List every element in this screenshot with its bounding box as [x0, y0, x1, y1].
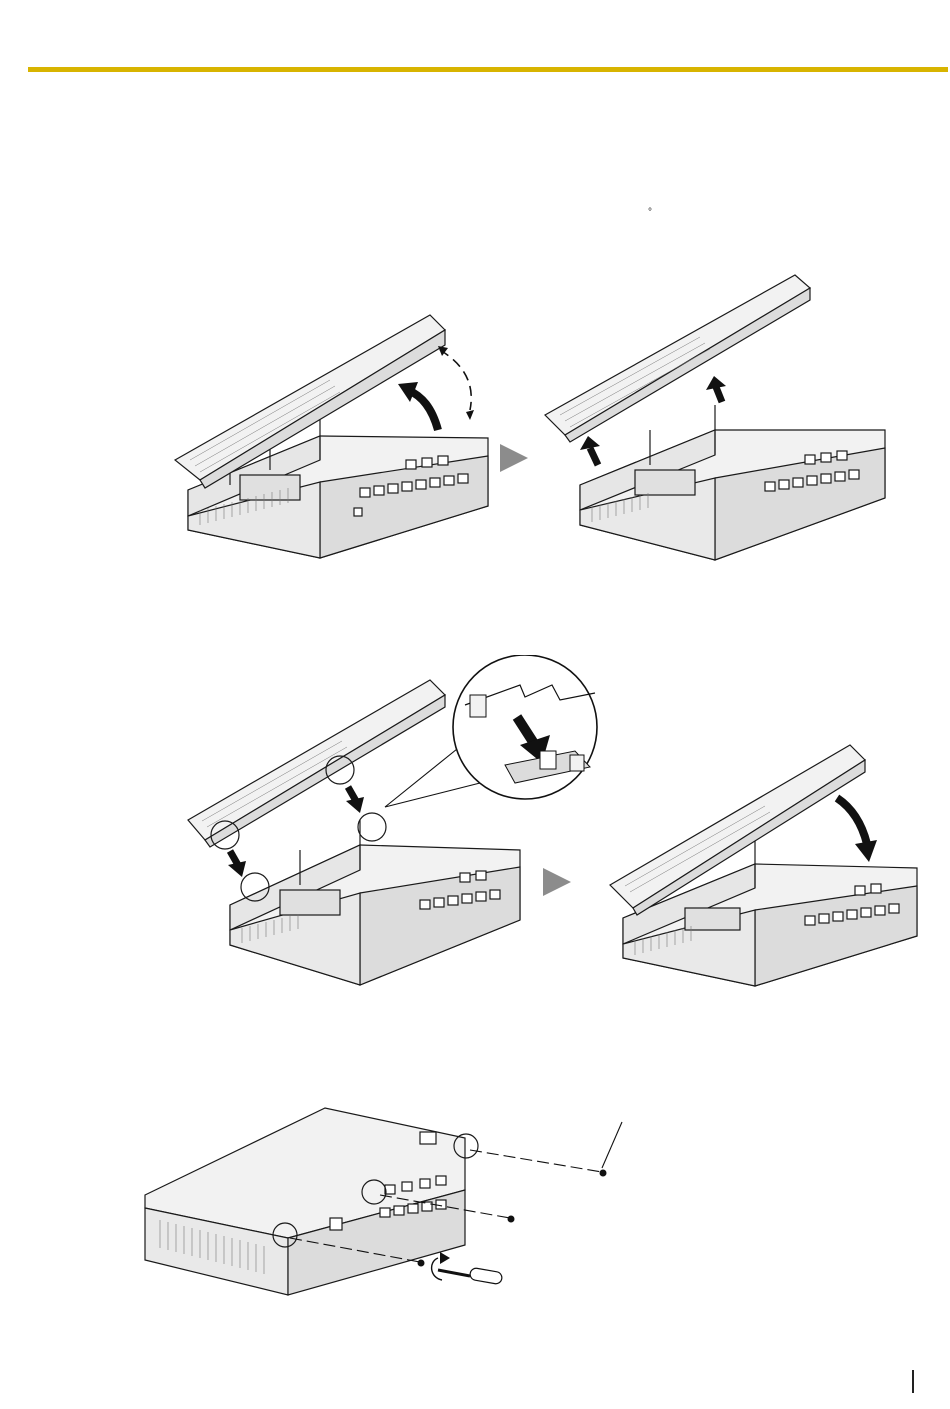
- illustration-cover-closing: [605, 740, 935, 990]
- step-arrow-icon: [543, 868, 575, 898]
- illustration-cover-hooks-aligning: [180, 655, 605, 990]
- up-arrow-icon: [580, 436, 600, 465]
- page-edge-mark: [912, 1370, 914, 1393]
- magnifier-callout: [385, 655, 597, 807]
- illustration-cover-closed-screws: [140, 1100, 640, 1300]
- top-accent-rule: [28, 67, 948, 72]
- screw-icon: [418, 1260, 425, 1267]
- up-arrow-icon: [706, 376, 726, 402]
- screw-icon: [508, 1216, 515, 1223]
- illustration-cover-removed: [540, 270, 890, 565]
- degree-symbol: °: [648, 208, 652, 218]
- screw-icon: [600, 1170, 607, 1177]
- illustration-cover-lifting: [170, 310, 500, 565]
- curved-arrow-icon: [837, 798, 877, 862]
- dashed-rotation-arrow-icon: [438, 346, 474, 420]
- down-arrow-icon: [346, 787, 364, 813]
- down-arrow-icon: [228, 851, 246, 877]
- screwdriver-icon: [432, 1252, 503, 1285]
- curved-arrow-icon: [398, 382, 438, 430]
- step-arrow-icon: [500, 444, 532, 474]
